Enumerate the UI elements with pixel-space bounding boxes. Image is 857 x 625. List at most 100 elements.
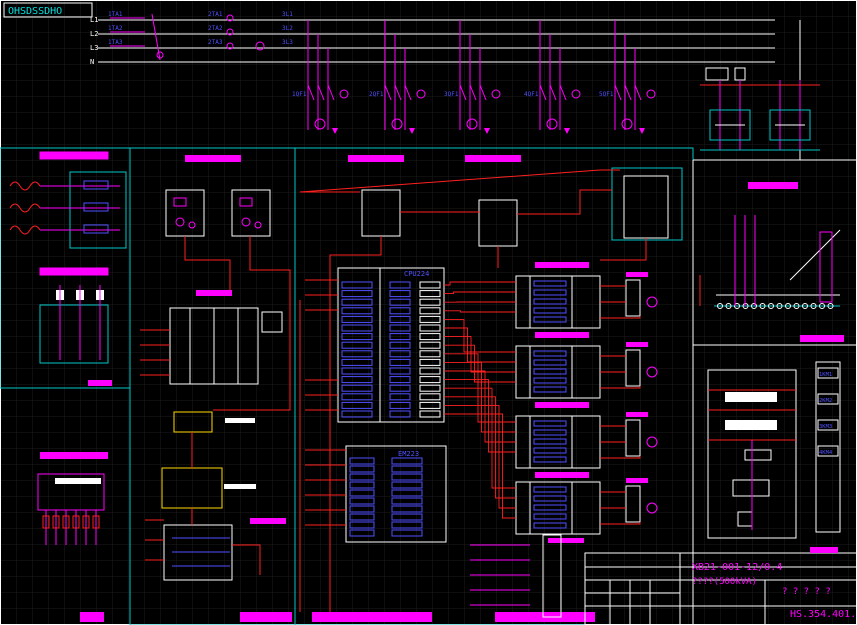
exp-terminal xyxy=(349,489,375,497)
feeder-indicator xyxy=(646,89,656,99)
feeder-tag: 5QF1 xyxy=(599,91,614,98)
feeder-switch xyxy=(307,84,315,101)
plc-output-terminal xyxy=(389,358,411,366)
plc-output-terminal xyxy=(389,350,411,358)
connector-resistor xyxy=(92,515,100,529)
plc-input-terminal xyxy=(341,410,373,418)
exp-terminal xyxy=(391,513,423,521)
plc-input-terminal xyxy=(341,401,373,409)
feeder-switch xyxy=(624,84,632,101)
connector-pins xyxy=(42,510,100,545)
exp-terminal xyxy=(349,465,375,473)
plc-output-terminal xyxy=(389,290,411,298)
plc-output-terminal xyxy=(419,324,441,332)
plc-output-terminal xyxy=(419,290,441,298)
exp-terminal xyxy=(391,473,423,481)
relay-contact xyxy=(533,386,567,393)
relay-output-wire xyxy=(600,285,641,319)
feeder-arrow xyxy=(484,128,490,134)
svg-text:3L3: 3L3 xyxy=(282,39,293,46)
exp-terminal xyxy=(349,473,375,481)
plc-input-terminal xyxy=(341,281,373,289)
exp-terminal xyxy=(391,465,423,473)
relay-contact xyxy=(533,495,567,502)
plc-output-terminal xyxy=(389,376,411,384)
feeder-switch xyxy=(479,84,487,101)
svg-text:2TA2: 2TA2 xyxy=(208,25,223,32)
feeder-switch xyxy=(327,84,335,101)
heater-terminal xyxy=(83,180,109,190)
plc-output-terminal xyxy=(419,307,441,315)
feeder-indicator xyxy=(491,89,501,99)
legend-label: 4KM4 xyxy=(819,450,833,456)
relay-output-wire xyxy=(600,425,641,459)
feeder-switch xyxy=(459,84,467,101)
feeder-indicator xyxy=(571,89,581,99)
plc-output-terminal xyxy=(389,333,411,341)
relay-contact xyxy=(533,280,567,287)
plc-output-terminal xyxy=(419,350,441,358)
connector-resistor xyxy=(82,515,90,529)
plc-input-terminal xyxy=(341,298,373,306)
feeder-arrow xyxy=(332,128,338,134)
plc-input-terminal xyxy=(341,367,373,375)
motor-tag xyxy=(626,412,648,417)
plc-input-terminal xyxy=(341,307,373,315)
feeder-switch xyxy=(394,84,402,101)
central-bottom-symbols xyxy=(470,534,562,618)
feeder-ct xyxy=(314,118,326,130)
legend-box xyxy=(817,367,839,379)
document-code: HS.354.401.3 xyxy=(790,609,857,620)
feeder-tag: 3QF1 xyxy=(444,91,459,98)
plc-output-terminal xyxy=(419,410,441,418)
relay-contact xyxy=(533,438,567,445)
mid-left-relays xyxy=(172,197,262,567)
title-box xyxy=(3,2,93,18)
plc-output-terminal xyxy=(419,341,441,349)
exp-terminal xyxy=(391,497,423,505)
motor-tag xyxy=(626,272,648,277)
feeder-ct xyxy=(466,118,478,130)
legend-label: 3KM3 xyxy=(819,424,832,430)
incoming-breakers xyxy=(110,13,265,61)
feeder-indicator xyxy=(339,89,349,99)
plc-input-terminal xyxy=(341,324,373,332)
svg-text:3L1: 3L1 xyxy=(282,11,293,18)
plc-output-terminal xyxy=(419,393,441,401)
legend-box xyxy=(817,419,839,431)
feeder-branches xyxy=(307,20,656,134)
terminal-point xyxy=(819,303,825,309)
relay-label xyxy=(548,332,584,337)
plc-output-terminal xyxy=(389,367,411,375)
exp-terminal xyxy=(349,513,375,521)
plc-output-wire xyxy=(444,387,516,489)
plc-expansion-module[interactable] xyxy=(345,445,447,543)
plc-output-wire xyxy=(444,336,516,373)
motor-tag xyxy=(626,342,648,347)
feeder-switch xyxy=(317,84,325,101)
exp-terminal xyxy=(349,505,375,513)
relay-contact xyxy=(533,289,567,296)
plc-input-terminal xyxy=(341,393,373,401)
heater-terminal xyxy=(83,224,109,234)
feeder-switch xyxy=(559,84,567,101)
plc-output-terminal xyxy=(419,367,441,375)
terminal-point xyxy=(776,303,783,309)
terminal-point xyxy=(717,303,723,309)
legend-label: 1KM1 xyxy=(819,372,832,378)
plc-output-terminal xyxy=(419,384,441,392)
heater-terminal xyxy=(83,202,109,212)
title-text: OHSDSSDHO xyxy=(8,6,62,17)
plc-input-terminal xyxy=(341,376,373,384)
plc-output-terminal xyxy=(419,401,441,409)
terminal-point xyxy=(810,303,817,309)
feeder-ct xyxy=(391,118,403,130)
relay-contact xyxy=(533,522,567,529)
relay-contact xyxy=(533,420,567,427)
plc-output-wire xyxy=(444,396,516,499)
exp-terminal xyxy=(391,529,423,537)
